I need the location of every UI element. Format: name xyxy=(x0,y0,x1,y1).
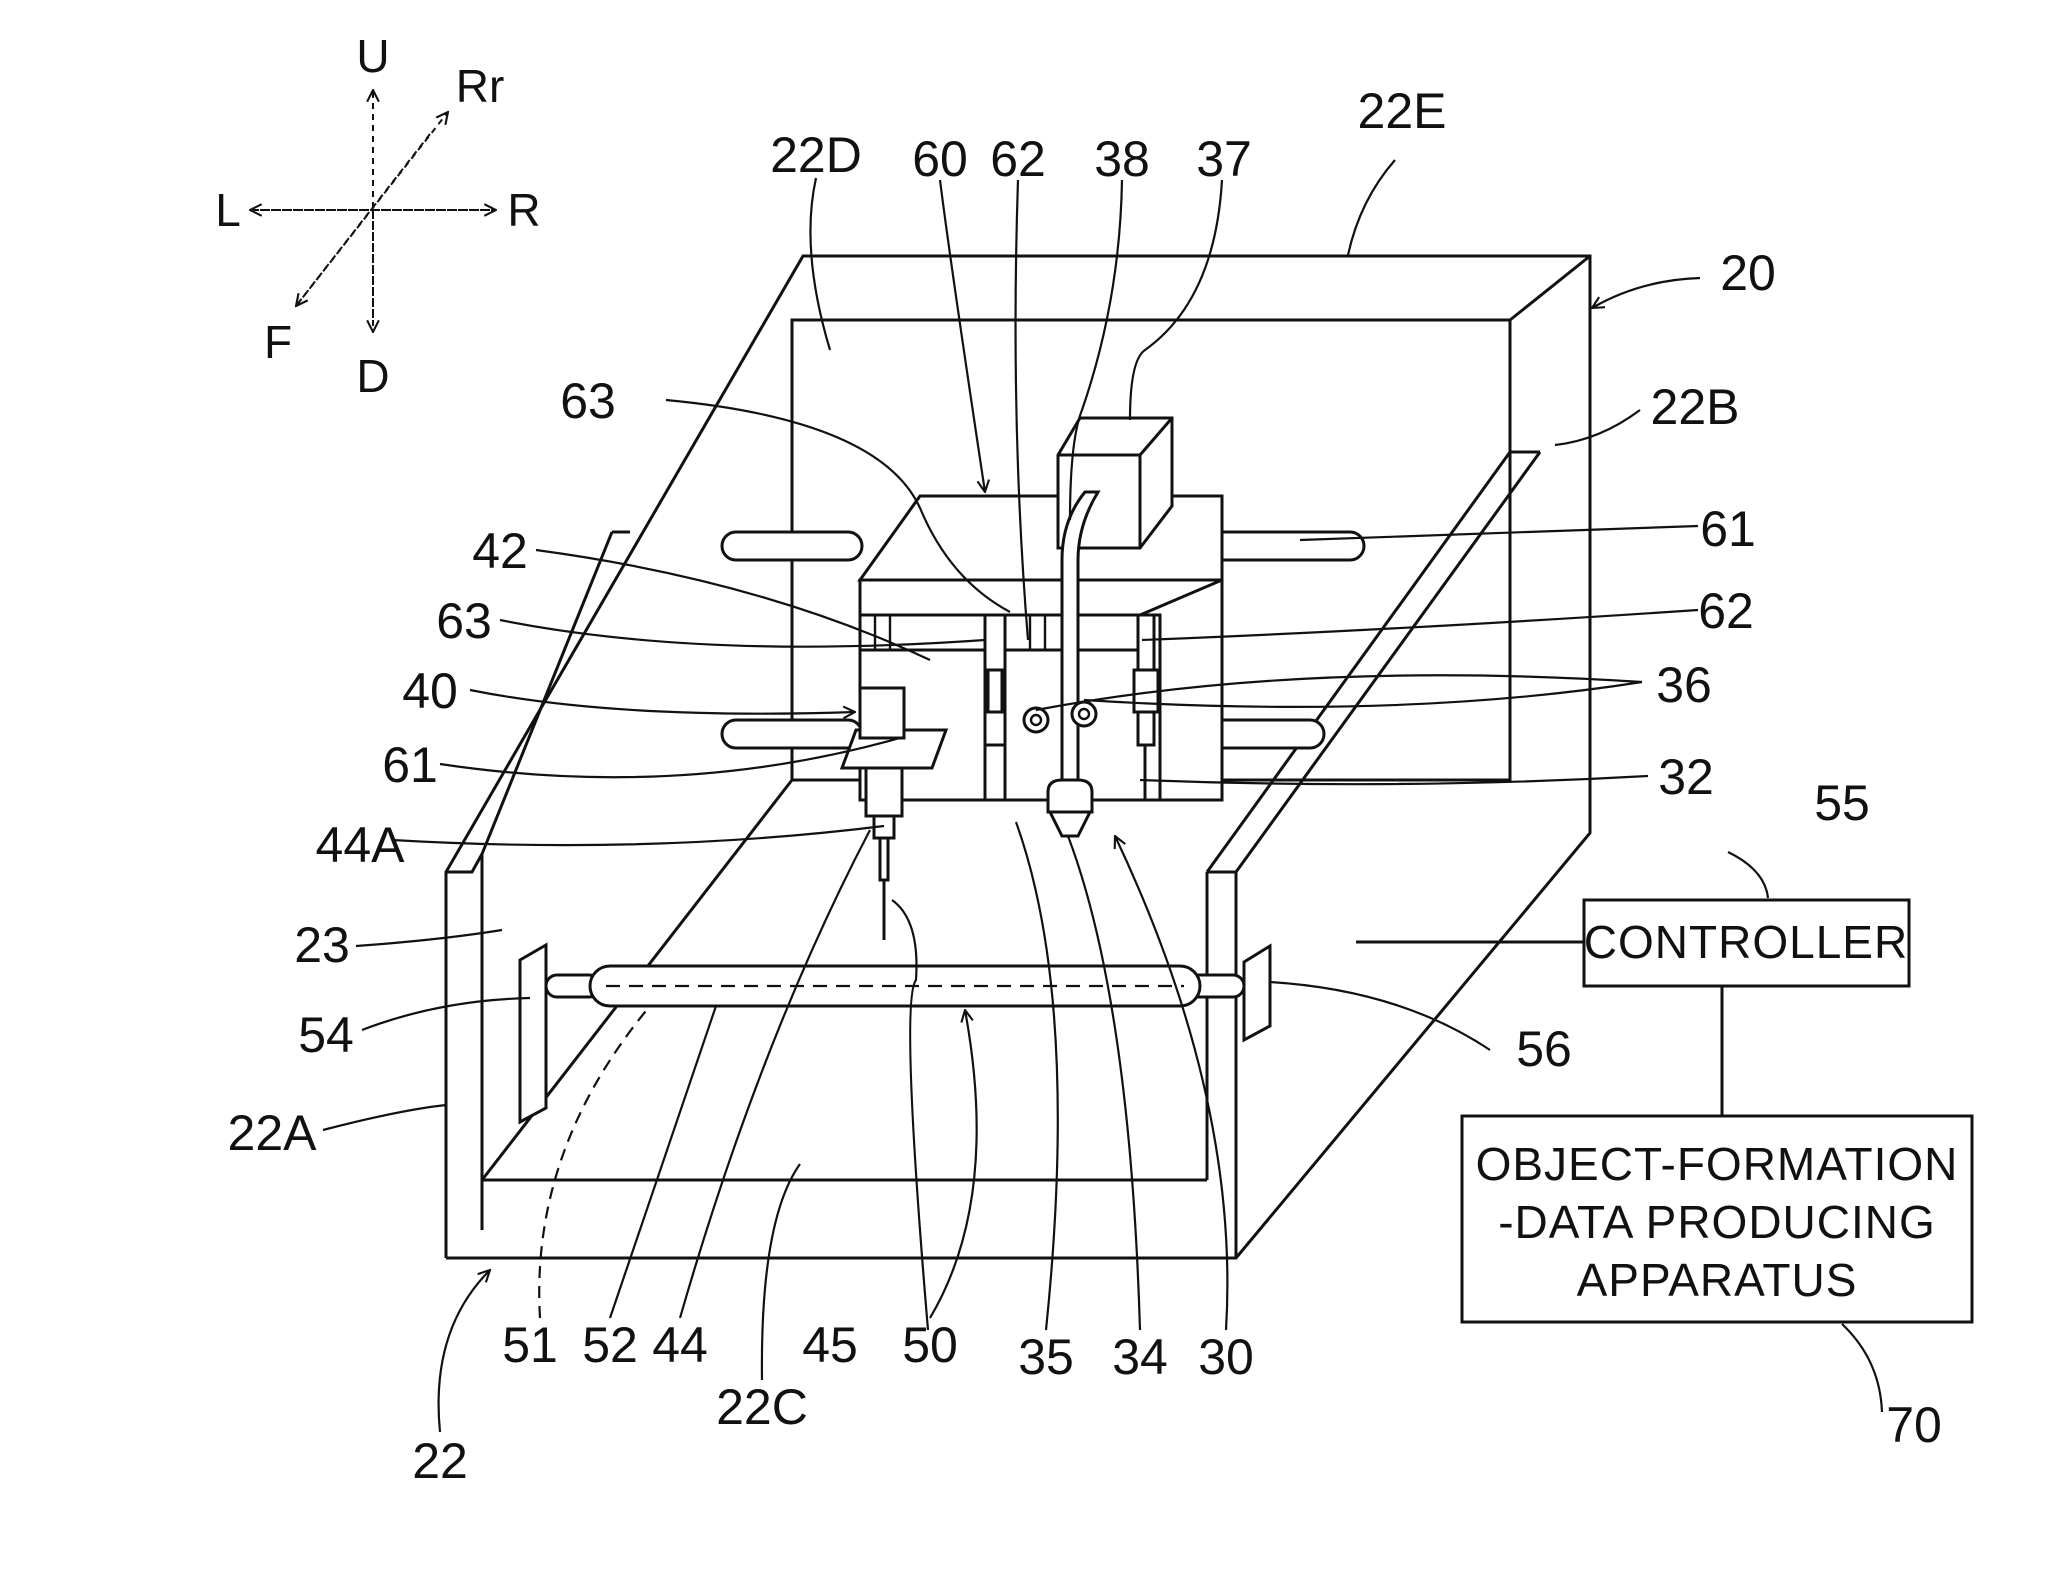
spindle-motor xyxy=(860,688,904,738)
label-20: 20 xyxy=(1720,245,1776,301)
label-44: 44 xyxy=(652,1317,708,1373)
leader-35 xyxy=(1016,822,1058,1330)
apparatus-line-1: OBJECT-FORMATION xyxy=(1476,1138,1959,1190)
label-22B: 22B xyxy=(1651,379,1740,435)
dir-right-label: R xyxy=(507,184,540,236)
right-panel-diagonal xyxy=(1207,452,1510,872)
left-panel-diagonal xyxy=(482,532,612,854)
label-23: 23 xyxy=(294,917,350,973)
label-62-top: 62 xyxy=(990,131,1046,187)
label-22D: 22D xyxy=(770,127,862,183)
left-bracket-54 xyxy=(520,945,546,1122)
label-61-right: 61 xyxy=(1700,501,1756,557)
leader-20 xyxy=(1592,278,1700,308)
front-arrow xyxy=(296,134,430,306)
right-panel-diagonal-outer xyxy=(1236,452,1540,872)
left-guide-slider xyxy=(988,670,1002,712)
label-32: 32 xyxy=(1658,749,1714,805)
label-35: 35 xyxy=(1018,1329,1074,1385)
leader-50 xyxy=(930,1010,977,1318)
upper-left-rail xyxy=(722,532,862,560)
label-44A: 44A xyxy=(316,817,406,873)
leader-51 xyxy=(539,1006,650,1318)
roller-2 xyxy=(1072,702,1096,726)
roller-1 xyxy=(1024,708,1048,732)
spindle-44 xyxy=(866,768,902,816)
control-system: CONTROLLER OBJECT-FORMATION -DATA PRODUC… xyxy=(1356,900,1972,1322)
label-63-top: 63 xyxy=(560,373,616,429)
leader-55 xyxy=(1728,852,1768,898)
table-mechanism xyxy=(520,945,1270,1122)
label-56: 56 xyxy=(1516,1021,1572,1077)
dir-rear-label: Rr xyxy=(456,60,505,112)
label-36: 36 xyxy=(1656,657,1712,713)
label-55: 55 xyxy=(1814,775,1870,831)
label-61-left: 61 xyxy=(382,737,438,793)
label-22C: 22C xyxy=(716,1379,808,1435)
dir-left-label: L xyxy=(215,184,241,236)
left-panel-edge xyxy=(446,854,482,1230)
leader-22A xyxy=(323,1105,446,1130)
label-37: 37 xyxy=(1196,131,1252,187)
dir-front-label: F xyxy=(264,316,292,368)
leader-30 xyxy=(1115,836,1227,1330)
leader-34 xyxy=(1068,836,1140,1330)
leader-70 xyxy=(1842,1324,1882,1412)
leader-52 xyxy=(610,1006,716,1318)
label-62-right: 62 xyxy=(1698,583,1754,639)
leader-37 xyxy=(1130,180,1222,420)
label-45: 45 xyxy=(802,1317,858,1373)
leader-44 xyxy=(680,830,870,1318)
label-22A: 22A xyxy=(228,1105,318,1161)
nozzle-34 xyxy=(1050,812,1090,836)
label-70: 70 xyxy=(1886,1397,1942,1453)
leader-62-right xyxy=(1142,610,1698,640)
label-54: 54 xyxy=(298,1007,354,1063)
leader-61-right xyxy=(1300,526,1698,540)
apparatus-line-3: APPARATUS xyxy=(1577,1254,1858,1306)
label-50: 50 xyxy=(902,1317,958,1373)
label-34: 34 xyxy=(1112,1329,1168,1385)
label-22E: 22E xyxy=(1358,83,1447,139)
label-40: 40 xyxy=(402,663,458,719)
dir-up-label: U xyxy=(356,30,389,82)
label-52: 52 xyxy=(582,1317,638,1373)
upper-right-rail xyxy=(1204,532,1364,560)
top-inner-edge xyxy=(1510,256,1590,320)
leader-60 xyxy=(940,180,985,492)
leader-22 xyxy=(439,1270,490,1432)
lower-left-rail xyxy=(722,720,862,748)
apparatus-line-2: -DATA PRODUCING xyxy=(1498,1196,1936,1248)
dir-down-label: D xyxy=(356,350,389,402)
leader-40 xyxy=(470,690,855,714)
nozzle-holder-35 xyxy=(1048,780,1092,812)
label-38: 38 xyxy=(1094,131,1150,187)
controller-label: CONTROLLER xyxy=(1584,916,1908,968)
leader-22E xyxy=(1348,160,1395,255)
leader-23 xyxy=(356,930,502,946)
right-bracket-56 xyxy=(1244,946,1270,1040)
leader-22D xyxy=(810,178,830,350)
label-60: 60 xyxy=(912,131,968,187)
label-30: 30 xyxy=(1198,1329,1254,1385)
label-51: 51 xyxy=(502,1317,558,1373)
label-63-mid: 63 xyxy=(436,593,492,649)
tool-shank xyxy=(880,838,888,880)
direction-indicator: U D L R Rr F xyxy=(215,30,540,402)
leader-22C xyxy=(762,1164,800,1380)
label-42: 42 xyxy=(472,523,528,579)
leader-22B xyxy=(1555,410,1640,445)
label-22: 22 xyxy=(412,1433,468,1489)
